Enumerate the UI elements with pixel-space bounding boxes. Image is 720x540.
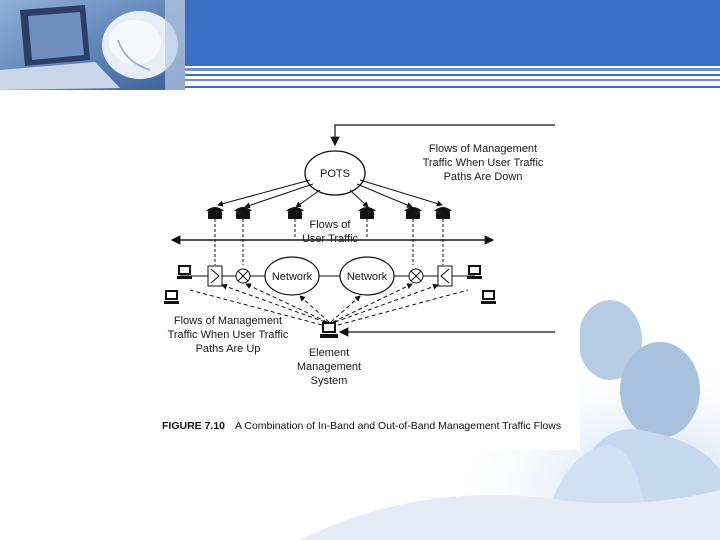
mgmt-down-line1: Flows of Management — [429, 143, 537, 155]
computer-icon — [481, 290, 496, 304]
figure-panel: POTS — [150, 110, 580, 450]
user-traffic-line2: User Traffic — [302, 233, 359, 245]
network-left-label: Network — [272, 271, 313, 283]
pots-node: POTS — [304, 150, 366, 196]
mgmt-down-arrow — [330, 124, 555, 147]
header-photo-computer-mouse — [0, 0, 185, 90]
mux-icon-right — [437, 265, 453, 287]
ems-terminal-icon — [320, 322, 338, 338]
telephone-icons — [206, 207, 452, 219]
phone-icon — [206, 207, 224, 219]
header-band — [185, 0, 720, 66]
network-left-node: Network — [264, 256, 320, 296]
network-right-node: Network — [339, 256, 395, 296]
pots-label: POTS — [320, 168, 350, 180]
ems-line1: Element — [309, 347, 349, 359]
user-traffic-line1: Flows of — [310, 219, 352, 231]
management-traffic-diagram: POTS — [164, 124, 555, 387]
phone-drop-lines — [214, 219, 444, 265]
phone-icon — [434, 207, 452, 219]
mux-icon-left — [207, 265, 223, 287]
mgmt-up-line2: Traffic When User Traffic — [168, 329, 289, 341]
ems-line3: System — [311, 375, 348, 387]
computer-icon — [164, 290, 179, 304]
network-right-label: Network — [347, 271, 388, 283]
pots-phone-links — [217, 179, 443, 209]
phone-icon — [358, 207, 376, 219]
in-band-mgmt-flows — [189, 283, 469, 326]
switch-icon-right — [408, 268, 424, 284]
computer-icon — [467, 265, 482, 279]
mgmt-down-line2: Traffic When User Traffic — [423, 157, 544, 169]
switch-icon-left — [235, 268, 251, 284]
figure-caption-text: A Combination of In-Band and Out-of-Band… — [235, 420, 562, 432]
computer-icon — [177, 265, 192, 279]
figure-caption: FIGURE 7.10 A Combination of In-Band and … — [162, 420, 582, 432]
mgmt-down-line3: Paths Are Down — [444, 171, 523, 183]
phone-icon — [404, 207, 422, 219]
mgmt-up-line3: Paths Are Up — [196, 343, 261, 355]
slide-header — [0, 0, 720, 90]
phone-icon — [234, 207, 252, 219]
computer-icons — [164, 265, 496, 304]
ems-line2: Management — [297, 361, 361, 373]
phone-icon — [286, 207, 304, 219]
figure-number: FIGURE 7.10 — [162, 420, 226, 432]
header-stripes — [185, 68, 720, 88]
mgmt-up-line1: Flows of Management — [174, 315, 282, 327]
